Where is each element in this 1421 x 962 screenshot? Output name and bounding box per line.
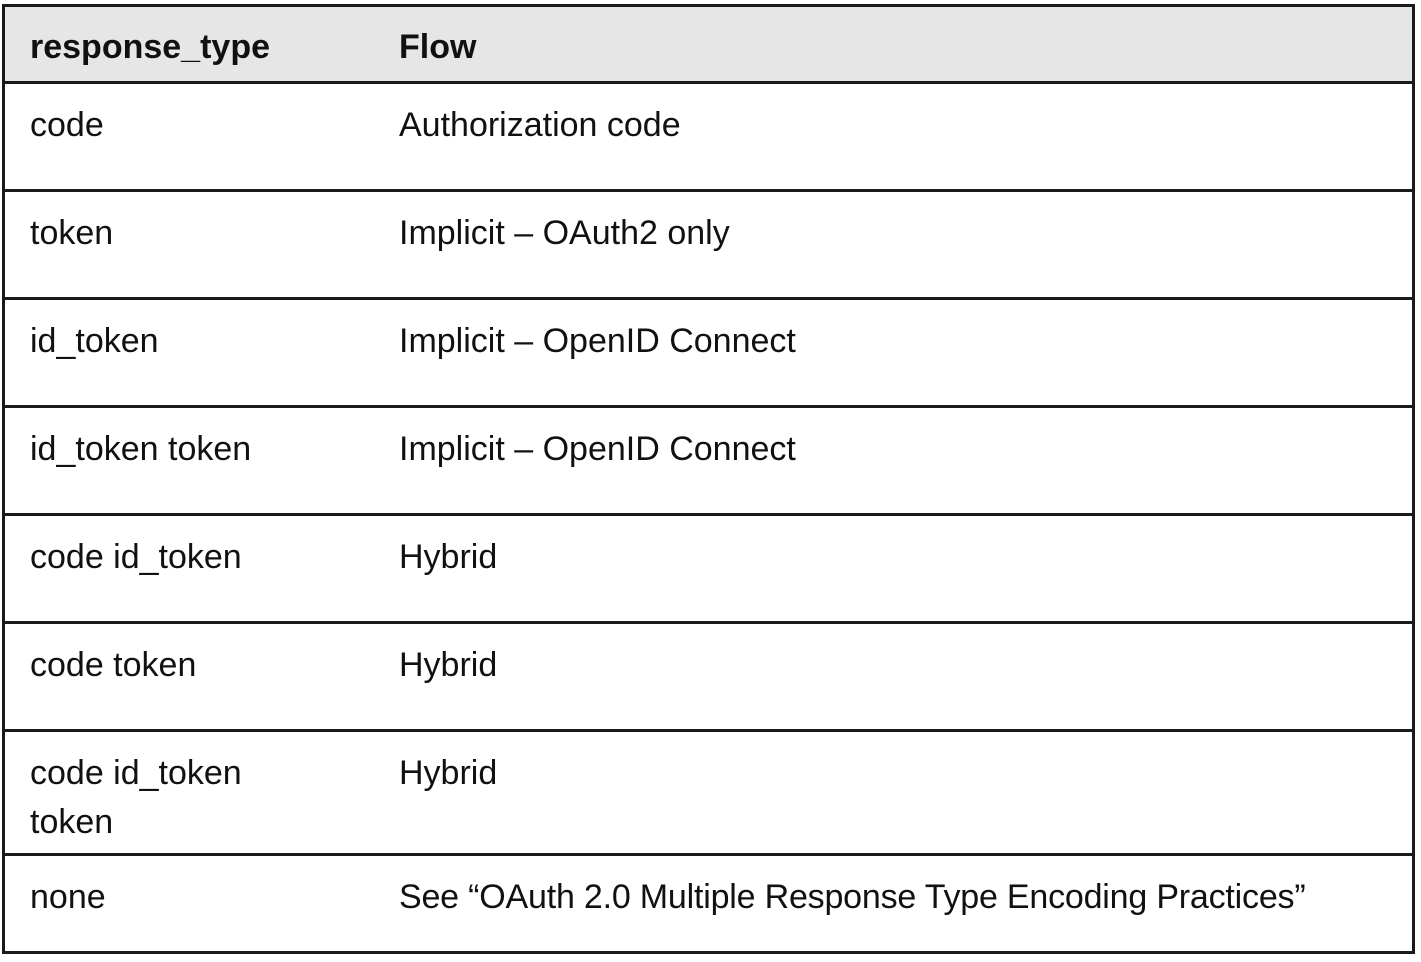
response-type-table-container: response_type Flow code Authorization co… [2, 4, 1415, 954]
header-response-type: response_type [5, 7, 374, 84]
cell-response-type: code id_token token [30, 753, 242, 841]
table-row: token Implicit – OAuth2 only [5, 190, 1412, 298]
cell-flow: Implicit – OAuth2 only [399, 213, 730, 252]
cell-flow: Hybrid [399, 645, 498, 684]
cell-response-type: code token [30, 645, 197, 684]
table-row: code id_token token Hybrid [5, 730, 1412, 854]
cell-flow: Authorization code [399, 105, 681, 144]
cell-response-type: code id_token [30, 537, 242, 576]
cell-flow: See “OAuth 2.0 Multiple Response Type En… [399, 877, 1306, 916]
cell-response-type: none [30, 877, 106, 916]
header-flow: Flow [374, 7, 1412, 84]
table-row: id_token token Implicit – OpenID Connect [5, 406, 1412, 514]
table-row: code id_token Hybrid [5, 514, 1412, 622]
table-row: code Authorization code [5, 82, 1412, 190]
cell-response-type: id_token token [30, 429, 252, 468]
cell-flow: Implicit – OpenID Connect [399, 429, 796, 468]
cell-response-type: id_token [30, 321, 159, 360]
table-row: code token Hybrid [5, 622, 1412, 730]
cell-response-type: code [30, 105, 104, 144]
table-row: id_token Implicit – OpenID Connect [5, 298, 1412, 406]
cell-flow: Hybrid [399, 753, 498, 792]
cell-flow: Implicit – OpenID Connect [399, 321, 796, 360]
table-row: none See “OAuth 2.0 Multiple Response Ty… [5, 854, 1412, 962]
cell-response-type: token [30, 213, 114, 252]
response-type-table: response_type Flow code Authorization co… [5, 7, 1412, 962]
cell-flow: Hybrid [399, 537, 498, 576]
table-header-row: response_type Flow [5, 7, 1412, 84]
